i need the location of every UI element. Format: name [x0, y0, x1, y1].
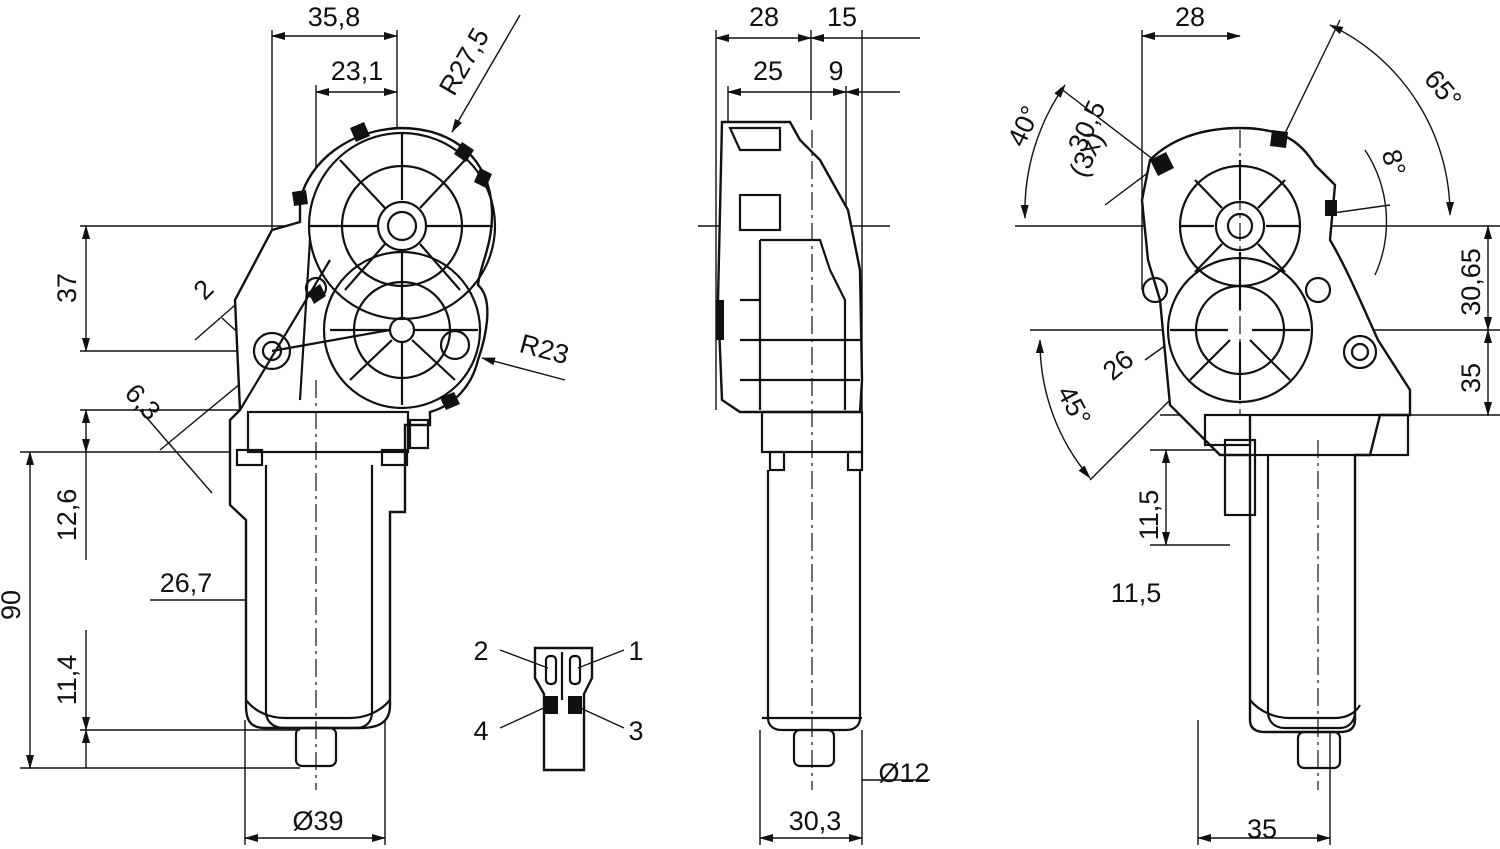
dim-height-90: 90	[0, 590, 26, 620]
dim-rear-height-11-5: 11,5	[1111, 578, 1162, 608]
connector-pin-4: 4	[473, 716, 488, 746]
dim-width-26-7: 26,7	[160, 568, 213, 598]
dim-rear-width-35: 35	[1247, 814, 1277, 844]
dim-diameter-39: Ø39	[292, 806, 343, 836]
dim-height-12-6: 12,6	[52, 489, 82, 542]
dim-height-11-4: 11,4	[52, 655, 82, 706]
connector-detail	[499, 646, 625, 772]
dim-rear-radius-26: 26	[1097, 344, 1139, 386]
rear-view	[1015, 19, 1500, 845]
dim-side-diameter-12: Ø12	[878, 758, 929, 788]
dim-side-width-9: 9	[828, 56, 843, 86]
front-view	[20, 14, 566, 845]
dim-side-width-15: 15	[827, 2, 857, 32]
dim-side-width-30-3: 30,3	[789, 806, 842, 836]
connector-pin-3: 3	[628, 716, 643, 746]
dim-rear-height-30-65: 30,65	[1456, 248, 1486, 316]
dim-side-width-25: 25	[753, 56, 783, 86]
dim-rear-height-11-5-vertical: 11,5	[1134, 490, 1164, 541]
dim-rear-height-35: 35	[1456, 363, 1486, 393]
dim-rear-angle-45: 45°	[1051, 381, 1097, 431]
dim-rear-angle-40: 40°	[1002, 101, 1046, 151]
dim-offset-6-3: 6,3	[119, 378, 166, 426]
dim-width-23-1: 23,1	[331, 56, 384, 86]
dim-radius-27-5: R27,5	[433, 23, 495, 100]
dim-rear-angle-8: 8°	[1376, 146, 1412, 179]
dim-width-35-8: 35,8	[308, 2, 361, 32]
dim-offset-2: 2	[188, 274, 220, 306]
dim-rear-angle-65: 65°	[1418, 64, 1467, 115]
dim-side-width-28: 28	[749, 2, 779, 32]
connector-pin-1: 1	[628, 636, 643, 666]
dim-rear-width-28: 28	[1175, 2, 1205, 32]
dim-radius-23: R23	[517, 328, 573, 370]
dim-height-37: 37	[52, 273, 82, 303]
side-view	[698, 30, 930, 845]
connector-pin-2: 2	[473, 636, 488, 666]
